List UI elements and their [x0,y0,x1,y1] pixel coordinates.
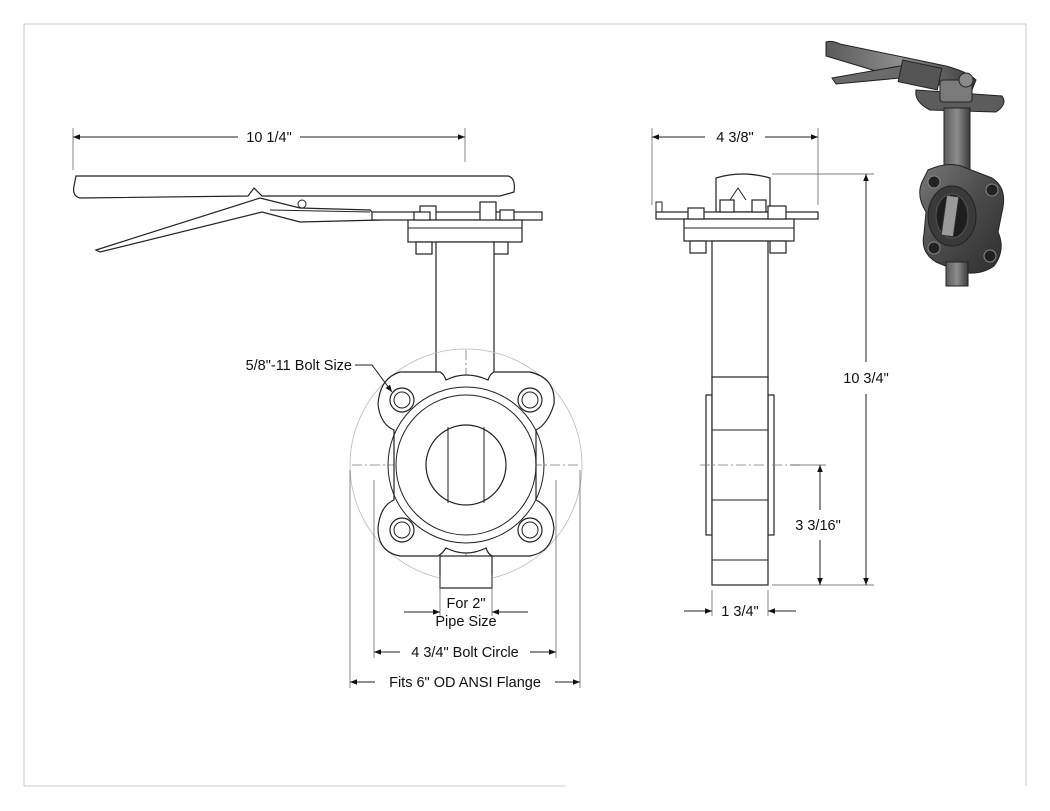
front-view [73,175,583,589]
front-bolt-holes [389,387,543,543]
label-body-thickness: 1 3/4" [721,604,758,620]
label-top-width: 4 3/8" [716,130,753,146]
side-top-plate [655,173,819,254]
label-flange-fit: Fits 6" OD ANSI Flange [389,675,541,691]
side-view [655,173,819,586]
label-handle-length: 10 1/4" [246,130,291,146]
dim-top-width [651,128,819,205]
label-pipe-size-line2: Pipe Size [435,614,496,630]
dim-bolt-size-leader [355,364,393,393]
dim-pipe-size [404,575,528,616]
front-handle [73,175,515,253]
label-center-height: 3 3/16" [795,518,840,534]
valve-3d-render [825,40,1005,287]
drawing-frame [23,23,1027,787]
dim-body-thickness [684,590,796,616]
dim-center-height [790,464,826,585]
dim-overall-height [772,173,874,586]
dim-bolt-circle [373,480,557,658]
side-neck [711,240,769,380]
side-body [705,376,775,586]
dim-handle-length [72,128,466,170]
front-body [377,371,555,589]
front-top-plate [371,201,543,255]
label-bolt-size: 5/8"-11 Bolt Size [246,358,352,374]
front-neck [435,241,495,387]
label-bolt-circle: 4 3/4" Bolt Circle [411,645,519,661]
dim-flange-fit [349,470,581,688]
label-overall-height: 10 3/4" [843,371,888,387]
label-pipe-size-line1: For 2" [447,596,486,612]
